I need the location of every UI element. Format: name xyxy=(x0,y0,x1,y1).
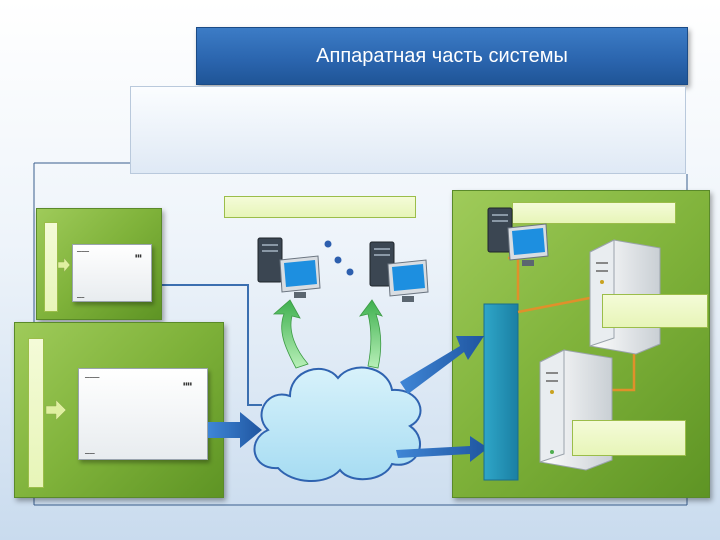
green-arrow-right xyxy=(359,299,383,369)
page-title-text: Аппаратная часть системы xyxy=(316,44,568,67)
arrow-to-switch-lower xyxy=(396,436,488,462)
arrow-to-switch-upper xyxy=(400,336,484,394)
workstation-icon-2 xyxy=(369,241,429,302)
green-arrow-left xyxy=(272,299,309,369)
workstations-label xyxy=(224,196,416,218)
server-label-1-front xyxy=(602,294,708,328)
workstation-icon-1 xyxy=(257,237,321,298)
controller-label-small xyxy=(44,222,58,312)
controller-label-large xyxy=(28,338,44,488)
page-title: Аппаратная часть системы xyxy=(196,27,688,85)
description-panel xyxy=(130,86,686,174)
cloud-icon xyxy=(253,366,422,483)
network-switch xyxy=(483,303,519,481)
workstation-icon-3 xyxy=(487,207,549,266)
arrow-to-cloud xyxy=(208,412,262,448)
wireless-dots-icon xyxy=(324,240,354,276)
controller-device-small: ━━━━━ ▮▮▮ ━━━ xyxy=(72,244,152,302)
controller-device-large: ━━━━━━ ▮▮▮▮ ━━━━ xyxy=(78,368,208,460)
server-label-2-front xyxy=(572,420,686,456)
